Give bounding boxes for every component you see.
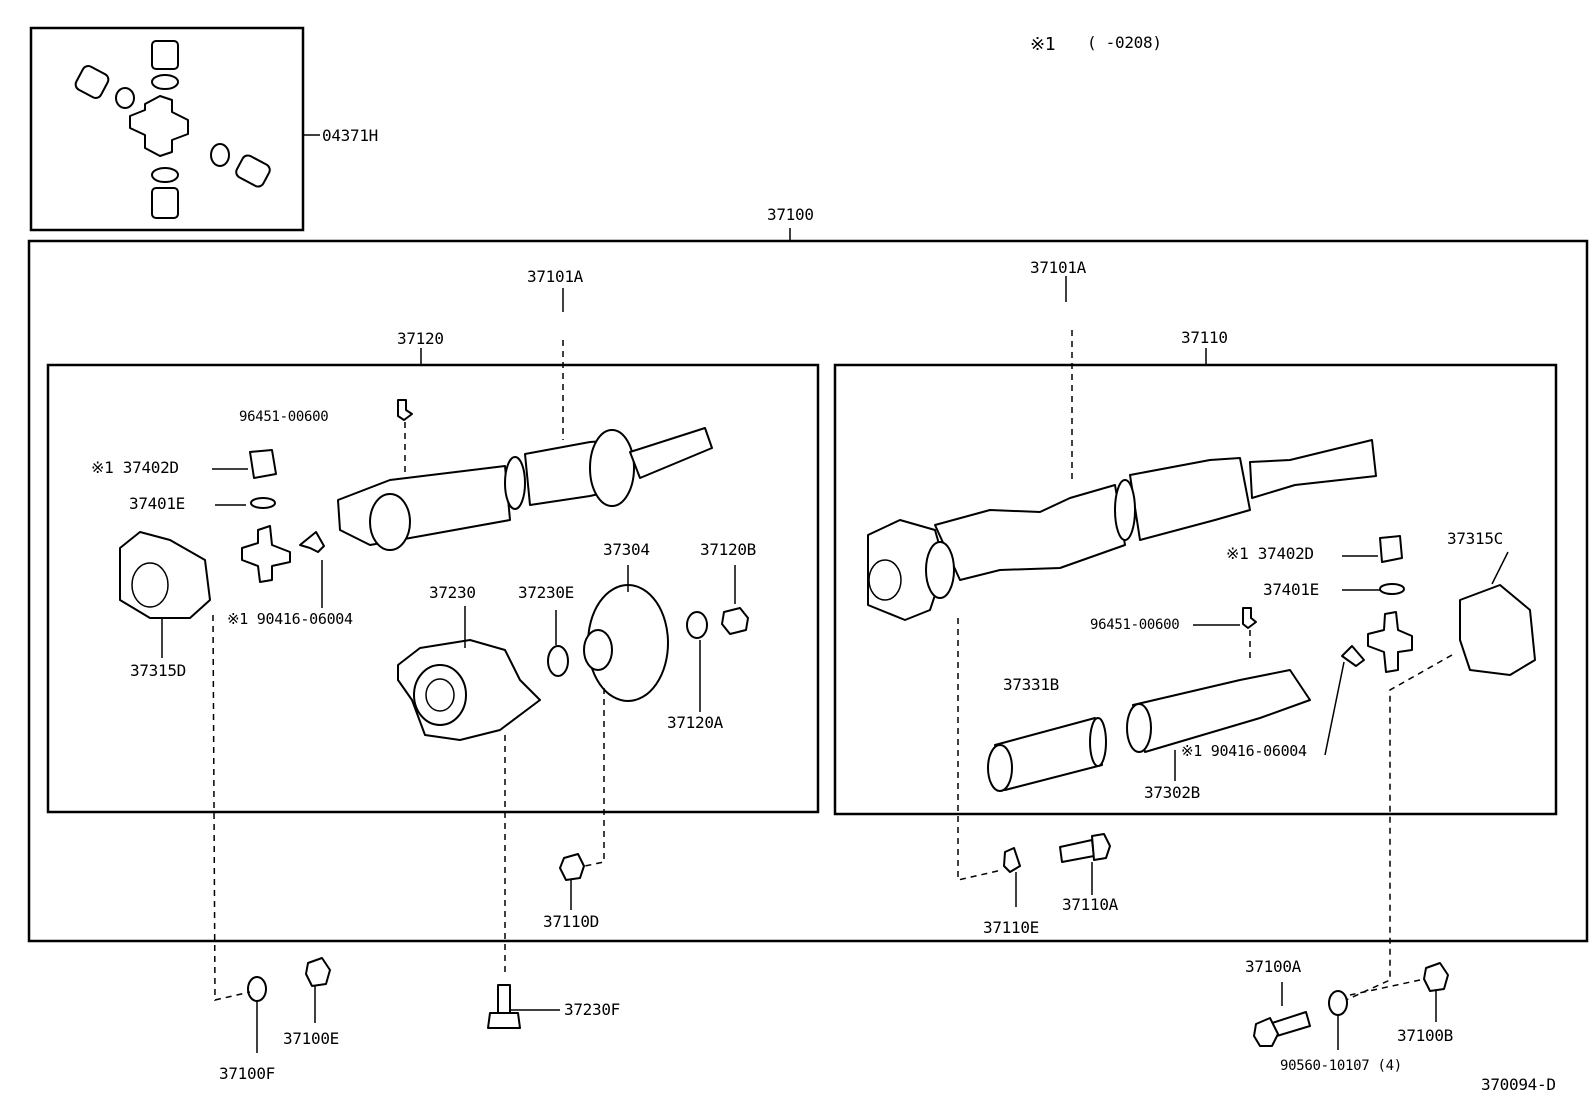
label-96451-left: 96451-00600 [239,409,329,425]
note-range: ( -0208) [1087,33,1162,52]
nut-bottom-center-icon [559,853,585,881]
label-37100E: 37100E [283,1029,339,1048]
label-37100B: 37100B [1397,1026,1453,1045]
spider-left-icon [241,525,291,583]
snap-ring-left-icon [250,497,276,509]
small-washer-icon [686,611,708,639]
label-37401E-right: 37401E [1263,580,1319,599]
bearing-cap-left-icon [249,449,277,479]
label-37100: 37100 [767,205,814,224]
fitting-right-icon [1341,645,1365,667]
label-37331B: 37331B [1003,675,1059,694]
spider-right-icon [1367,611,1413,673]
label-37101A-right: 37101A [1030,258,1086,277]
label-37304: 37304 [603,540,650,559]
rear-shaft-frame [46,363,820,814]
universal-joint-kit-icon [74,40,271,219]
outer-washer-right-icon [1328,990,1348,1016]
sleeve-yoke-icon [987,717,1107,792]
label-37101A-left: 37101A [527,267,583,286]
nut-center-icon [721,607,749,635]
outer-nut-left-icon [305,957,331,987]
label-37230E: 37230E [518,583,574,602]
label-37230: 37230 [429,583,476,602]
label-37401E-left: 37401E [129,494,185,513]
outer-nut-right-icon [1423,962,1449,992]
center-bearing-icon [397,639,541,741]
assembly-frame [27,239,1589,943]
document-code: 370094-D [1481,1075,1556,1094]
grease-nipple-right-icon [1242,607,1257,660]
washer-right-icon [1003,847,1021,873]
snap-ring-right-icon [1379,583,1405,595]
label-37100F: 37100F [219,1064,275,1083]
bolt-right-icon [1059,833,1111,863]
label-37302B: 37302B [1144,783,1200,802]
label-96451-right: 96451-00600 [1090,617,1180,633]
flange-yoke-left-icon [119,531,211,619]
rear-shaft-tube-icon [337,427,713,551]
label-37315C: 37315C [1447,529,1503,548]
outer-bolt-right-icon [1253,1011,1311,1047]
front-shaft-frame [833,363,1558,816]
label-37315D: 37315D [130,661,186,680]
bearing-cap-right-icon [1379,535,1403,563]
label-37110E: 37110E [983,918,1039,937]
label-37110D: 37110D [543,912,599,931]
label-37110: 37110 [1181,328,1228,347]
front-shaft-tube-icon [867,439,1377,621]
label-37402D-left: ※1 37402D [91,458,179,477]
label-37110A: 37110A [1062,895,1118,914]
label-04371H: 04371H [322,126,378,145]
label-37120: 37120 [397,329,444,348]
label-37100A: 37100A [1245,957,1301,976]
label-37120B: 37120B [700,540,756,559]
flange-center-icon [583,584,669,702]
label-37402D-right: ※1 37402D [1226,544,1314,563]
label-37230F: 37230F [564,1000,620,1019]
outer-washer-left-icon [247,976,267,1002]
fitting-left-icon [299,531,325,553]
flange-yoke-right-icon [1459,584,1536,676]
label-90416-right: ※1 90416-06004 [1181,742,1307,760]
slip-yoke-icon [1126,669,1311,753]
center-bolt-icon [487,984,521,1029]
label-90416-left: ※1 90416-06004 [227,610,353,628]
note-mark: ※1 [1030,34,1056,55]
washer-center-icon [547,645,569,677]
label-90560: 90560-10107 (4) [1280,1058,1402,1074]
grease-nipple-left-icon [397,399,413,475]
label-37120A: 37120A [667,713,723,732]
kit-frame [29,26,305,232]
